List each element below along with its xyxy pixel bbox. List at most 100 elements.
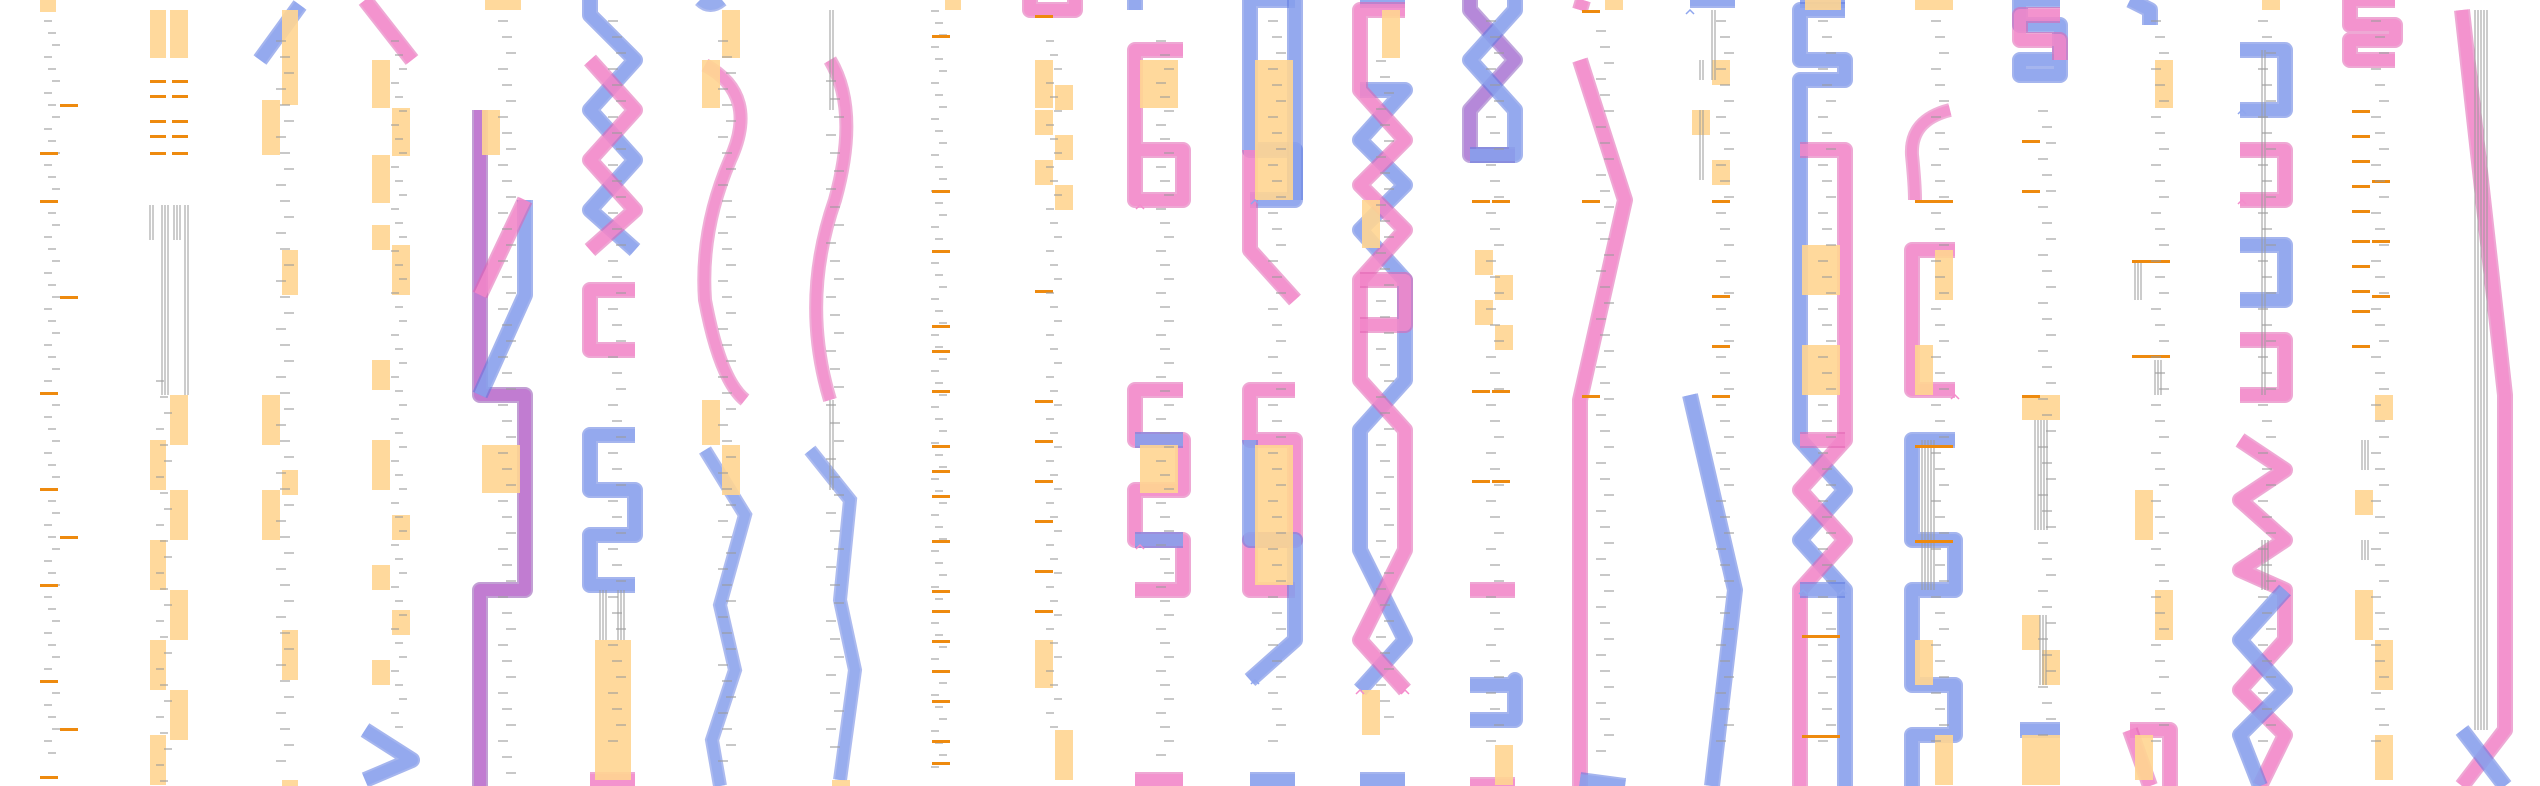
tick-mark [1050,558,1058,560]
tick-mark [1818,260,1828,262]
tick-mark [939,322,947,324]
pink-wave-ribbon [699,60,749,404]
tick-mark [391,334,399,336]
tick-mark [718,88,728,90]
tick-mark [276,424,286,426]
tick-mark [2371,596,2381,598]
yellow-block [2135,490,2153,540]
orange-marker [1492,480,1510,483]
tick-mark [395,726,403,728]
yellow-block [1802,345,1840,395]
tick-mark [48,248,56,250]
tick-mark [1164,152,1174,154]
tick-mark [2155,324,2165,326]
tick-mark [52,656,60,658]
tick-mark [2379,100,2389,102]
tick-mark [1826,484,1836,486]
tick-mark [1268,308,1278,310]
tick-mark [1818,116,1828,118]
tick-mark [2379,148,2389,150]
tick-mark [160,732,168,734]
yellow-block [170,690,188,740]
tick-mark [1272,516,1282,518]
tick-mark [2379,628,2389,630]
tick-mark [1272,36,1282,38]
pink-stairs-ribbon [2014,9,2066,60]
tick-mark [1486,116,1496,118]
tick-mark [2151,596,2161,598]
orange-marker [40,152,58,155]
tick-mark [48,104,56,106]
tick-mark [608,692,618,694]
orange-marker [1712,295,1730,298]
orange-marker [40,488,58,491]
tick-mark [608,308,618,310]
tick-mark [1380,220,1390,222]
yellow-block [282,780,298,786]
tick-mark [1276,148,1286,150]
tick-mark [826,296,836,298]
orange-marker [2352,160,2370,163]
tick-mark [726,696,736,698]
tick-mark [1046,334,1054,336]
tick-mark [399,530,407,532]
tick-mark [502,660,512,662]
tick-mark [506,580,516,582]
tick-mark [2038,350,2048,352]
tick-mark [48,716,56,718]
tick-mark [2375,228,2385,230]
tick-mark [1494,148,1504,150]
tick-mark [2266,436,2276,438]
tick-mark [2262,564,2272,566]
tick-mark [1376,108,1386,110]
tick-mark [1818,740,1828,742]
tick-mark [1276,628,1286,630]
tick-mark [1156,670,1166,672]
tick-mark [399,362,407,364]
tick-mark [395,684,403,686]
yellow-block [150,10,166,58]
orange-marker [1492,200,1510,203]
tick-mark [502,516,512,518]
tick-mark [1596,510,1606,512]
tick-mark [1724,100,1734,102]
tick-mark [1494,724,1504,726]
tick-mark [502,276,512,278]
caret-mark [1798,588,1808,595]
tick-mark [2379,676,2389,678]
tick-mark [612,132,622,134]
tick-mark [399,152,407,154]
tick-mark [1156,40,1166,42]
tick-mark [1160,432,1170,434]
tick-mark [826,728,836,730]
yellow-block [372,440,390,490]
tick-mark [156,428,164,430]
tick-mark [1724,196,1734,198]
tick-mark [1376,300,1386,302]
tick-mark [1276,388,1286,390]
tick-mark [1486,452,1496,454]
tick-mark [2155,420,2165,422]
orange-marker [2022,190,2040,193]
tick-mark [1486,692,1496,694]
tick-mark [608,404,618,406]
tick-mark [164,508,172,510]
tick-mark [284,600,294,602]
tick-mark [726,360,736,362]
tick-mark [395,642,403,644]
tick-mark [1818,644,1828,646]
tick-mark [399,698,407,700]
tick-mark [1494,340,1504,342]
tick-mark [1716,740,1726,742]
tick-mark [931,550,939,552]
yellow-block [702,60,720,108]
tick-mark [1486,644,1496,646]
tick-mark [2046,574,2056,576]
tick-mark [2046,478,2056,480]
tick-mark [391,208,399,210]
orange-marker [1035,440,1053,443]
tick-mark [616,436,626,438]
tick-mark [44,740,52,742]
tick-mark [52,224,60,226]
yellow-block [282,250,298,295]
